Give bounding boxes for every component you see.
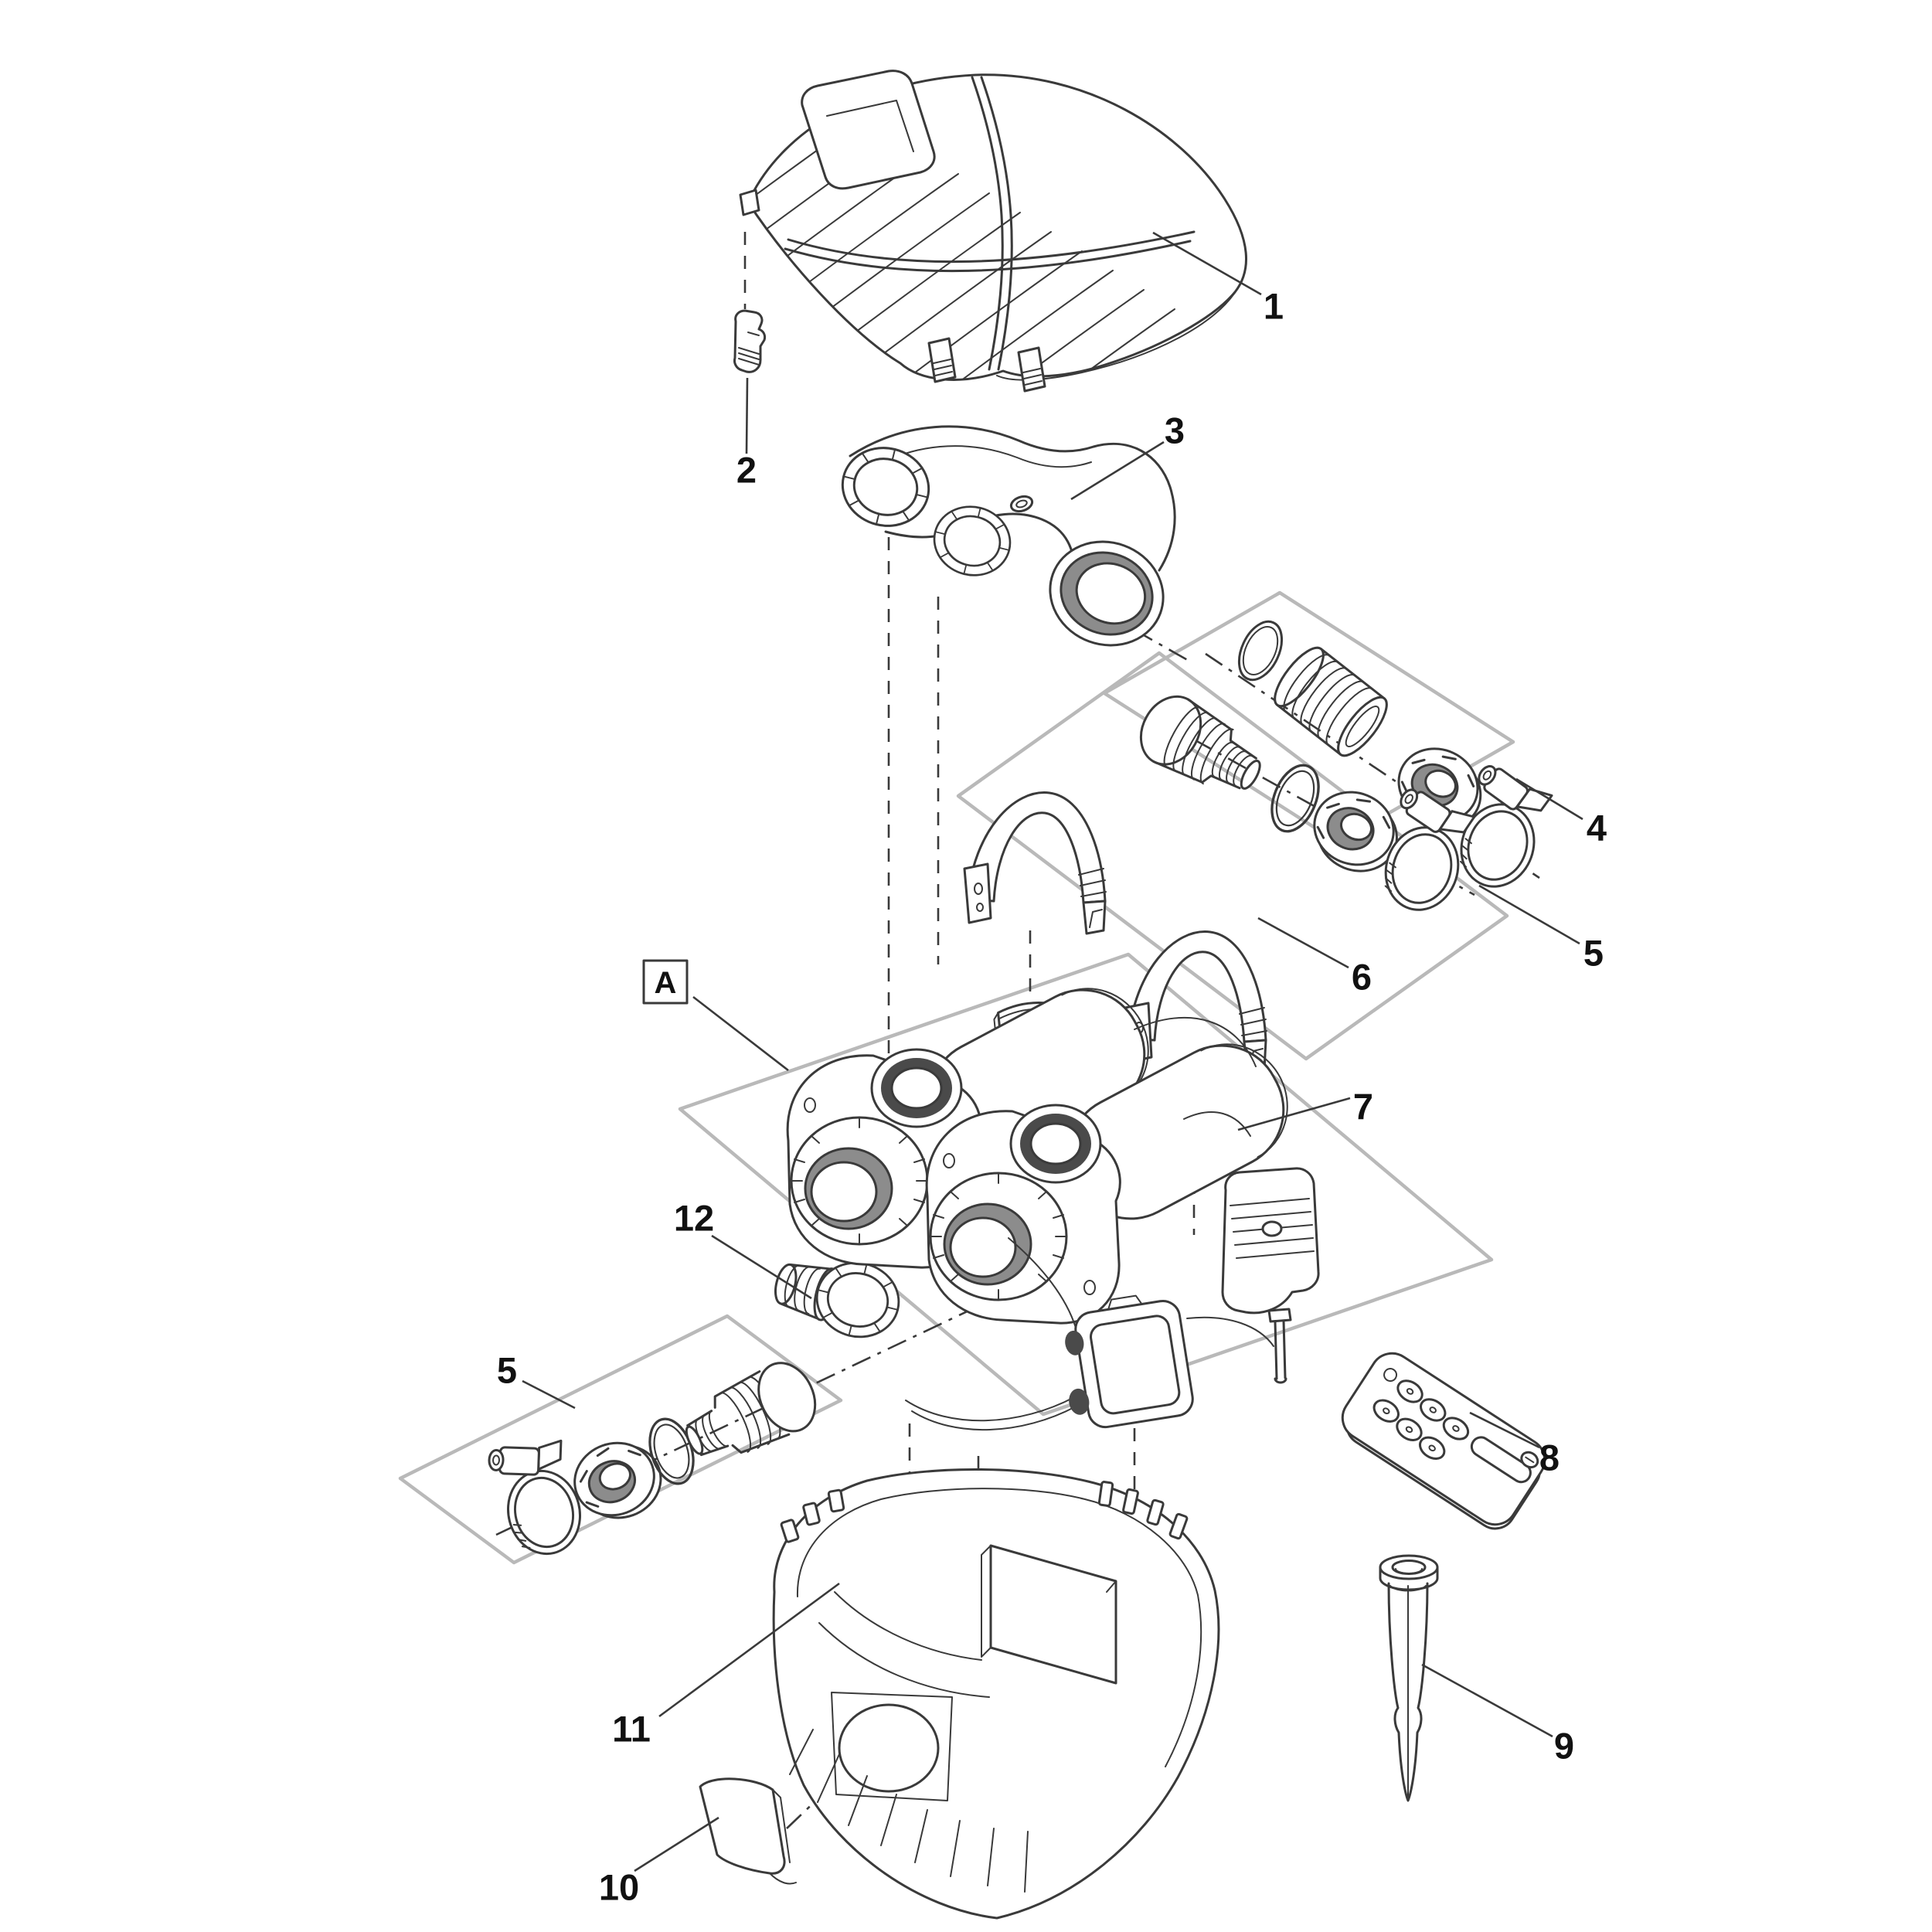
housing-front-opening <box>838 1703 940 1793</box>
callout-4: 4 <box>1587 808 1607 849</box>
elbow-outlet <box>1049 540 1165 647</box>
callout-9: 9 <box>1554 1726 1574 1767</box>
cover-label-patch <box>801 70 936 190</box>
elbow-nut-left <box>833 437 938 536</box>
remote-slider <box>1470 1436 1532 1484</box>
assembly-reference: A <box>642 959 689 1005</box>
callout-6: 6 <box>1352 957 1372 998</box>
controller-box <box>905 1237 1274 1431</box>
callout-3: 3 <box>1165 410 1185 451</box>
stepped-hose-tail-5l <box>685 1362 817 1457</box>
housing-flap <box>699 1777 797 1885</box>
housing-inner-box <box>989 1544 1117 1685</box>
elbow-nut-middle <box>926 498 1019 584</box>
callout-2: 2 <box>736 450 757 491</box>
remote-control <box>1341 1352 1546 1530</box>
callout-11: 11 <box>612 1709 651 1750</box>
connection-kit-5-left <box>479 1362 817 1565</box>
platform-kit-5-left <box>398 1314 843 1565</box>
power-adapter <box>1221 1167 1320 1384</box>
outlet-elbow <box>833 425 1176 647</box>
callout-12: 12 <box>674 1198 714 1239</box>
callout-8: 8 <box>1539 1437 1560 1478</box>
bottom-housing <box>772 1468 1220 1920</box>
stepped-hose-tail-5r <box>1139 695 1261 790</box>
pump-assembly <box>786 965 1311 1325</box>
callout-leader-lines <box>522 231 1583 1872</box>
assembly-reference-box <box>642 959 689 1005</box>
callout-5-right: 5 <box>1583 933 1604 974</box>
assembly-reference-label: A <box>655 966 677 1000</box>
callout-10: 10 <box>599 1867 639 1908</box>
saddle-clamp-left <box>963 791 1107 935</box>
platform-pump-assembly <box>678 952 1494 1417</box>
connection-kit-4 <box>1229 614 1562 898</box>
callout-5-left: 5 <box>497 1350 517 1391</box>
hose-clamp-5l <box>479 1420 590 1565</box>
cover-tabs <box>739 189 1046 393</box>
connection-kit-5-right <box>1139 695 1484 921</box>
threaded-adapter-12 <box>774 1253 908 1347</box>
housing-rim-teeth <box>780 1481 1189 1543</box>
callout-7: 7 <box>1353 1087 1373 1128</box>
pump-cables <box>1134 1016 1257 1137</box>
hose-coupler-4 <box>1274 646 1388 757</box>
top-cover <box>739 70 1247 393</box>
cover-clip <box>733 309 767 373</box>
callout-1: 1 <box>1264 286 1284 327</box>
remote-led <box>1383 1368 1398 1383</box>
ground-stake <box>1379 1554 1439 1802</box>
remote-buttons <box>1372 1379 1470 1461</box>
callout-labels: 1 2 3 4 5 6 7 8 9 10 11 12 5 <box>497 286 1607 1908</box>
